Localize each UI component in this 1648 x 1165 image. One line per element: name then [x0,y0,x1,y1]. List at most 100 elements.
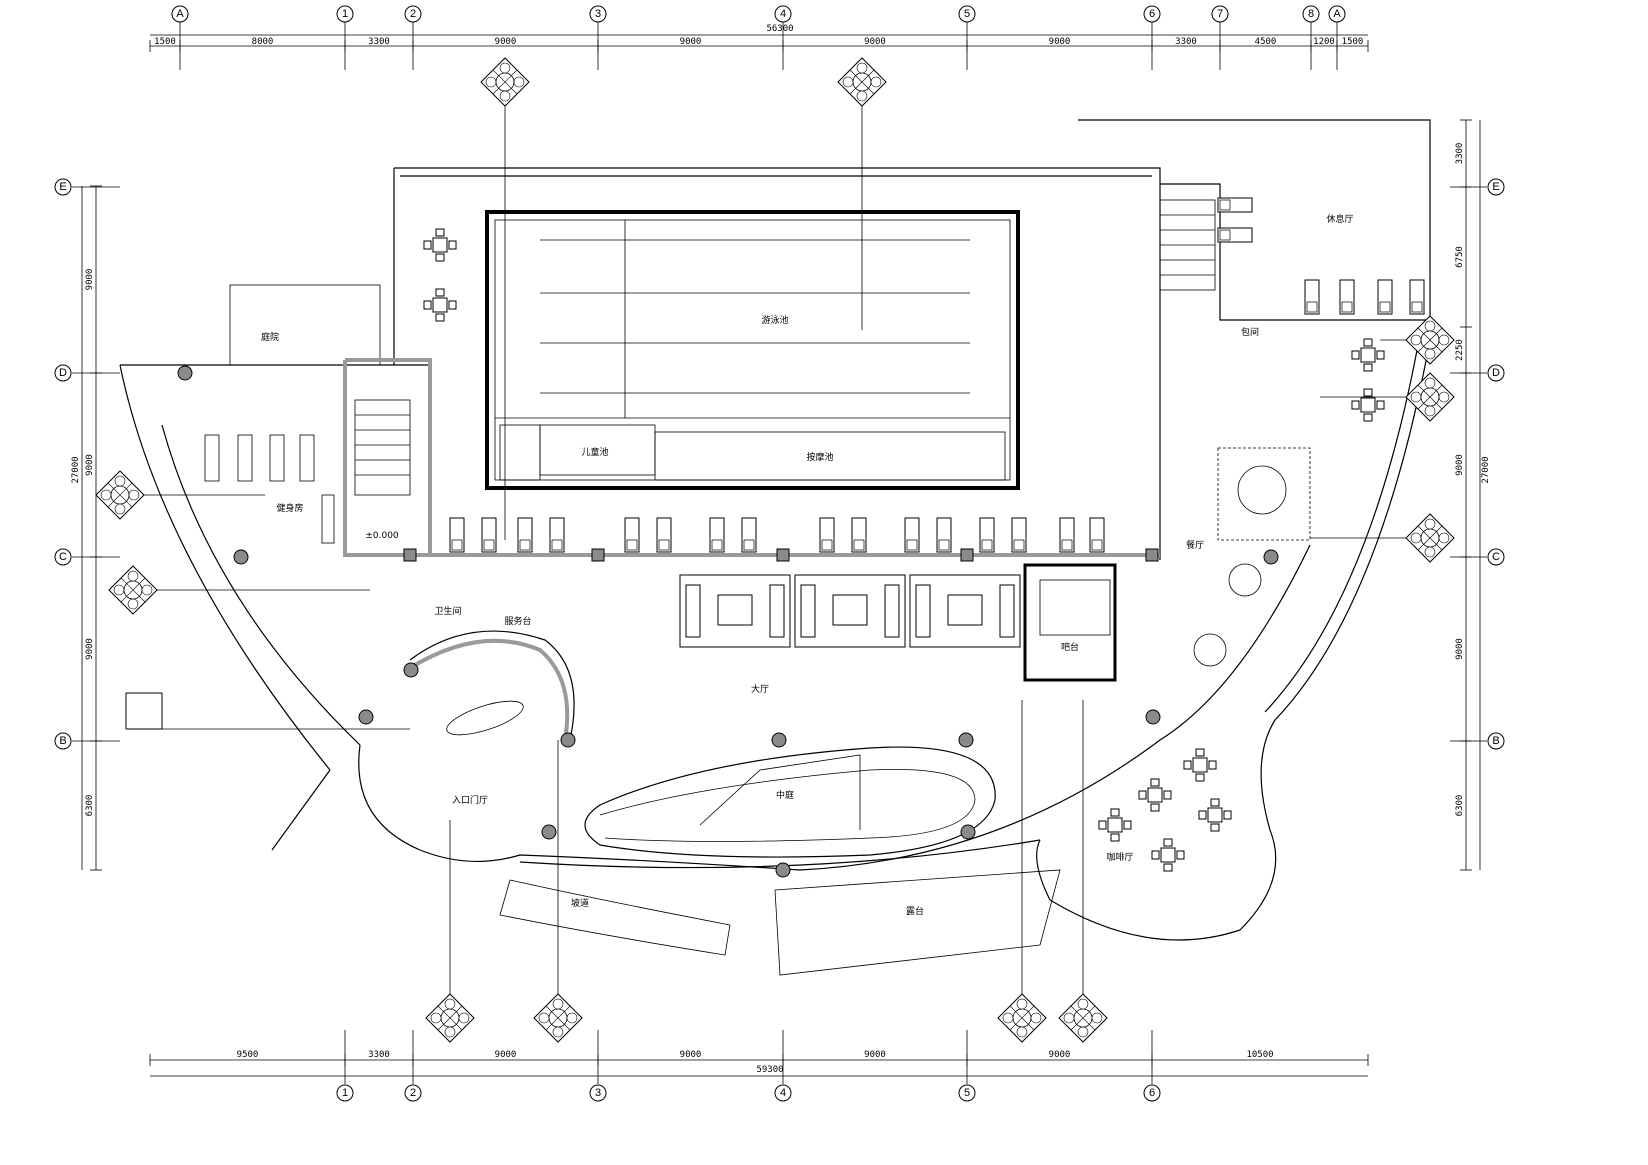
dimension-label: 9000 [1455,454,1465,476]
dimension-label: 1500 [1342,37,1364,47]
grid-bubble-top: 5 [964,8,970,20]
lounge-label: 休息厅 [1326,213,1353,225]
grid-bubble-side: B [59,735,66,747]
grid-bubble-side: D [1492,367,1500,379]
detail-tag-icon [425,993,475,1043]
grid-bubble-top: 2 [410,8,416,20]
dimension-label: 3300 [1455,143,1465,165]
atrium-stair: 中庭 [584,746,996,858]
sun-lounger [481,517,497,553]
column [177,365,193,381]
structural-columns [177,365,1279,878]
dimension-label: 9000 [864,37,886,47]
detail-tags [95,57,1455,1043]
dimension-label: 9000 [1049,1050,1071,1060]
sun-lounger [936,517,952,553]
stair-west: ±0.000 [354,399,411,541]
grid-bubble-top: 3 [595,8,601,20]
column [958,732,974,748]
sun-lounger [517,517,533,553]
dimension-label: 9000 [680,37,702,47]
grid-bubble-top: 6 [1149,8,1155,20]
dimension-label: 9500 [237,1050,259,1060]
grid-bubble-side: E [1492,181,1499,193]
grid-bubble-top: A [1333,8,1341,20]
column [1145,709,1161,725]
elevation-marker: ±0.000 [365,531,399,541]
column [358,709,374,725]
right-total-dimension: 27000 [1481,456,1491,483]
reception-label: 服务台 [504,615,531,627]
grid-bubble-bottom: 3 [595,1087,601,1099]
detail-tag-icon [997,993,1047,1043]
grid-bubble-side: E [59,181,66,193]
dimension-label: 9000 [495,37,517,47]
ramp-label: 坡道 [571,897,589,909]
courtyard-label: 庭院 [261,331,279,343]
top-total-dimension: 56300 [766,24,793,34]
sun-lounger [624,517,640,553]
grid-bubble-top: 8 [1308,8,1314,20]
grid-bubble-bottom: 6 [1149,1087,1155,1099]
dimension-label: 10500 [1246,1050,1273,1060]
dimension-label: 9000 [85,638,95,660]
sun-lounger [741,517,757,553]
grid-bubble-side: B [1492,735,1499,747]
dimension-label: 3300 [368,37,390,47]
dimension-label: 9000 [680,1050,702,1060]
detail-tag-icon [533,993,583,1043]
entrance-hall-label: 入口门厅 [452,794,488,806]
cafe-label: 咖啡厅 [1106,851,1133,863]
dimension-label: 9000 [495,1050,517,1060]
dining-area: 包间 餐厅 休息厅 [1186,213,1354,667]
dimension-label: 9000 [85,269,95,291]
building-outline [119,119,1431,941]
gym-label: 健身房 [276,502,303,514]
sun-lounger [709,517,725,553]
pool-loungers [449,517,1105,553]
column [403,662,419,678]
gym-area: 健身房 庭院 [204,331,335,544]
dimension-label: 3300 [368,1050,390,1060]
dimension-label: 3300 [1175,37,1197,47]
column [776,548,790,562]
pool-label: 游泳池 [761,314,788,326]
dimension-label: 6300 [85,795,95,817]
sun-lounger [549,517,565,553]
column [1263,549,1279,565]
column [775,862,791,878]
dimension-label: 2250 [1455,339,1465,361]
column [233,549,249,565]
detail-tag-icon [108,565,158,615]
detail-tag-icon [1405,315,1455,365]
grid-bubble-bottom: 1 [342,1087,348,1099]
detail-tag-icon [1058,993,1108,1043]
grid-bubble-bottom: 2 [410,1087,416,1099]
sun-lounger [449,517,465,553]
legend-tag-icon [125,692,163,730]
sun-lounger [656,517,672,553]
sun-lounger [1011,517,1027,553]
atrium-label: 中庭 [776,789,794,801]
kids-pool-label: 儿童池 [581,446,608,458]
ramp: 坡道 露台 [499,869,1061,976]
bottom-total-dimension: 59300 [756,1065,783,1075]
bar-label: 吧台 [1061,641,1079,653]
dimension-label: 1200 [1313,37,1335,47]
toilets-label: 卫生间 [434,605,461,617]
private-room [1217,447,1311,541]
dimension-label: 1500 [154,37,176,47]
grid-bubble-bottom: 5 [964,1087,970,1099]
entrance-hall: 入口门厅 服务台 卫生间 [434,605,531,806]
detail-tag-icon [837,57,887,107]
grid-bubble-top: 4 [780,8,786,20]
grid-bubble-top: A [176,8,184,20]
sun-lounger [1059,517,1075,553]
pool-steps [499,424,541,481]
column [541,824,557,840]
